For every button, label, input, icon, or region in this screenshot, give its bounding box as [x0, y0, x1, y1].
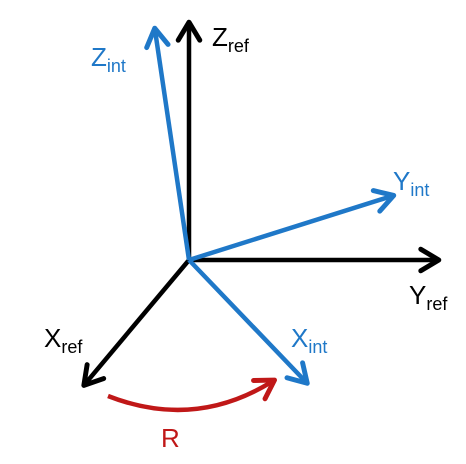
z-ref-label-sub: ref [228, 36, 250, 56]
z-int-label-base: Z [91, 42, 107, 72]
rotation-label: R [161, 423, 180, 453]
x-int-axis [187, 258, 310, 386]
z-int-label: Zint [91, 42, 126, 76]
x-ref-label-base: X [44, 323, 61, 353]
z-int-label-sub: int [107, 56, 126, 76]
z-ref-label-base: Z [212, 22, 228, 52]
x-ref-label: Xref [44, 323, 83, 357]
x-int-label-sub: int [308, 337, 327, 357]
rotation-arc [107, 377, 277, 413]
x-ref-label-sub: ref [61, 337, 83, 357]
y-ref-label-base: Y [409, 280, 426, 310]
y-ref-label: Yref [409, 280, 448, 314]
y-ref-label-sub: ref [426, 294, 448, 314]
x-ref-axis [81, 258, 191, 388]
y-int-label-base: Y [393, 166, 410, 196]
z-int-axis [144, 25, 192, 261]
x-int-label-base: X [291, 323, 308, 353]
y-int-axis [188, 188, 397, 263]
y-int-label: Yint [393, 166, 429, 200]
z-ref-label: Zref [212, 22, 250, 56]
x-int-label: Xint [291, 323, 327, 357]
y-int-label-sub: int [410, 180, 429, 200]
